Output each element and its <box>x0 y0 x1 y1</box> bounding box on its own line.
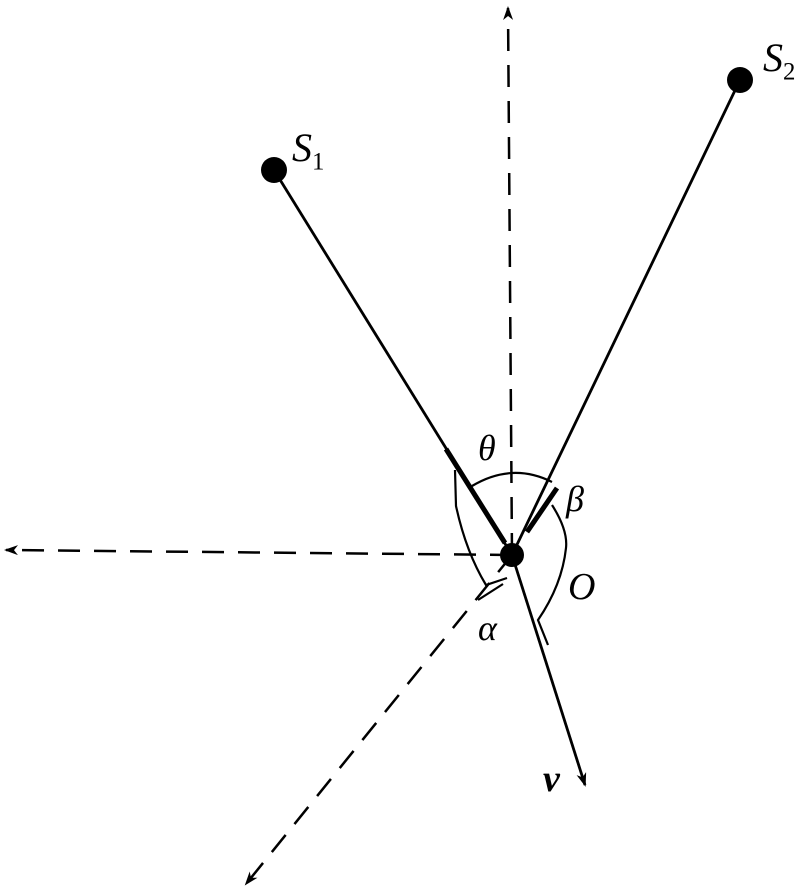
source-s2-point <box>727 67 753 93</box>
label-s1-main: S <box>292 125 312 170</box>
alpha-helper-line <box>477 583 504 601</box>
s2-line-thick-segment <box>524 486 560 534</box>
label-s2: S2 <box>763 38 795 85</box>
source-s1-point <box>261 157 287 183</box>
diagonal-dashed-axis <box>244 554 513 886</box>
beta-arc <box>536 504 568 646</box>
alpha-arc <box>453 469 508 587</box>
label-s2-main: S <box>763 35 783 80</box>
line-s2-to-origin <box>510 79 742 556</box>
label-s2-sub: 2 <box>783 58 796 86</box>
label-origin: O <box>568 566 596 608</box>
theta-arc <box>471 471 553 487</box>
label-velocity: v <box>543 758 560 800</box>
vertical-dashed-axis <box>503 6 514 556</box>
label-s1: S1 <box>292 128 324 175</box>
label-theta: θ <box>478 428 496 468</box>
origin-point <box>500 543 524 567</box>
label-beta: β <box>566 479 584 519</box>
s1-line-thick-segment <box>443 447 508 545</box>
label-alpha: α <box>478 608 497 648</box>
velocity-vector <box>510 554 587 787</box>
label-s1-sub: 1 <box>312 148 325 176</box>
horizontal-dashed-axis <box>4 545 513 557</box>
